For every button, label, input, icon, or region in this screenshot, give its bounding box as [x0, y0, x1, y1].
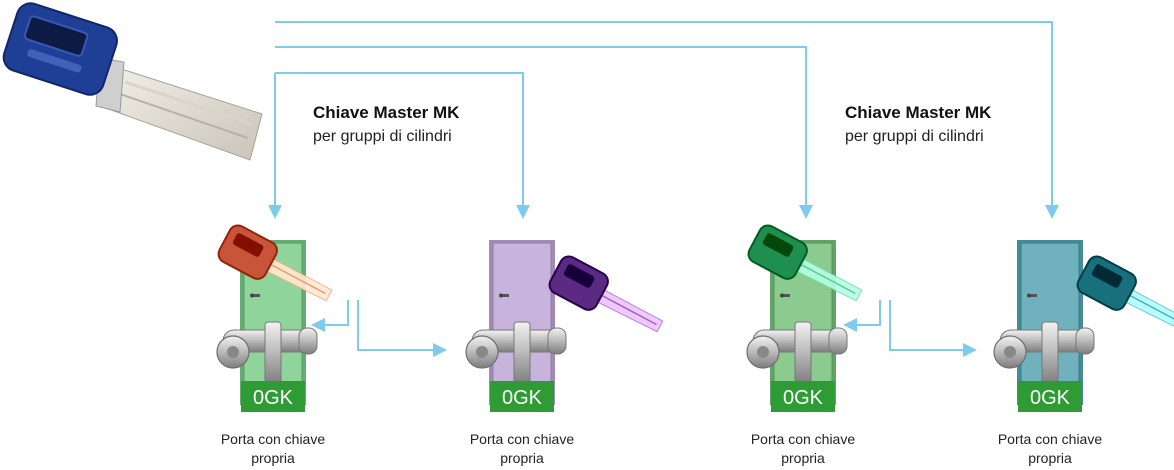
- key-code-label: 0GK: [1030, 387, 1071, 409]
- key-arrow-to-door-4: [889, 300, 977, 357]
- master-label-subtitle: per gruppi di cilindri: [313, 128, 452, 145]
- routing-line-to-door-2: [275, 72, 530, 219]
- door-group: 0GK Porta con chiave propria: [746, 224, 863, 466]
- door-caption-line1: Porta con chiave: [470, 431, 574, 447]
- individual-key-icon: [217, 224, 333, 302]
- individual-key-arrows: [311, 300, 977, 357]
- key-code-label: 0GK: [253, 387, 294, 409]
- key-arrow-to-door-2: [357, 300, 447, 357]
- master-label-2: Chiave Master MK per gruppi di cilindri: [845, 103, 992, 145]
- master-label-title: Chiave Master MK: [313, 103, 460, 122]
- key-arrow-to-door-3: [843, 300, 881, 332]
- master-label-1: Chiave Master MK per gruppi di cilindri: [313, 103, 460, 145]
- door-group: 0GK Porta con chiave propria: [216, 224, 333, 466]
- key-code-label: 0GK: [502, 387, 543, 409]
- key-code-badge: 0GK: [490, 381, 554, 412]
- key-code-label: 0GK: [783, 387, 824, 409]
- doors-layer: 0GK Porta con chiave propria 0GK Porta con c…: [216, 224, 1174, 466]
- door-group: 0GK Porta con chiave propria: [465, 240, 664, 466]
- lock-cylinder-icon: [465, 321, 567, 385]
- key-arrow-to-door-1: [311, 300, 349, 332]
- door-caption-line1: Porta con chiave: [221, 431, 325, 447]
- routing-line-to-door-3: [275, 46, 813, 219]
- key-code-badge: 0GK: [771, 381, 835, 412]
- individual-key-icon: [548, 255, 664, 333]
- lock-cylinder-icon: [216, 321, 318, 385]
- door-caption-line2: propria: [251, 450, 295, 466]
- door-caption-line2: propria: [500, 450, 544, 466]
- routing-line-to-door-4: [275, 21, 1059, 219]
- individual-key-icon: [747, 224, 863, 302]
- key-code-badge: 0GK: [241, 381, 305, 412]
- door-caption-line2: propria: [1028, 450, 1072, 466]
- master-label-title: Chiave Master MK: [845, 103, 992, 122]
- master-key-icon: [2, 2, 263, 161]
- door-caption-line1: Porta con chiave: [998, 431, 1102, 447]
- master-key-routing: [268, 21, 1059, 219]
- lock-cylinder-icon: [746, 321, 848, 385]
- key-code-badge: 0GK: [1018, 381, 1082, 412]
- door-caption-line2: propria: [781, 450, 825, 466]
- door-group: 0GK Porta con chiave propria: [993, 240, 1174, 466]
- door-caption-line1: Porta con chiave: [751, 431, 855, 447]
- lock-cylinder-icon: [993, 321, 1095, 385]
- master-label-subtitle: per gruppi di cilindri: [845, 128, 984, 145]
